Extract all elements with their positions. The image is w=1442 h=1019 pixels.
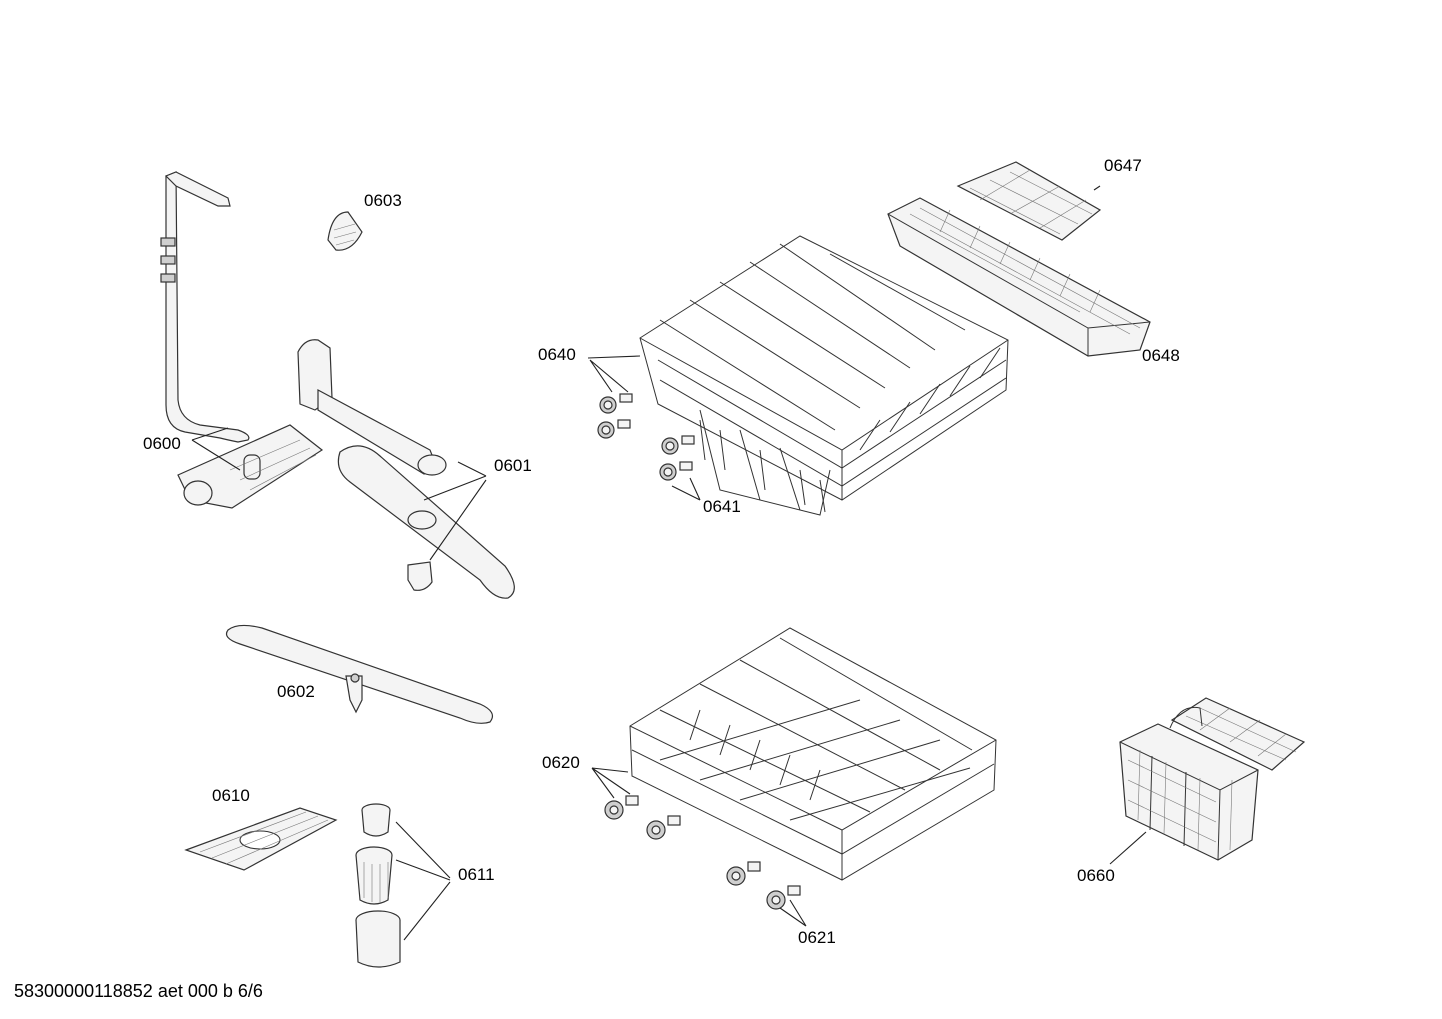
part-0603-nozzle [327, 211, 363, 251]
label-0611: 0611 [458, 865, 495, 884]
leader-lines [191, 185, 1147, 941]
part-0647-rack-insert [956, 161, 1102, 241]
part-0611-micro-filter [355, 803, 401, 968]
label-0620: 0620 [542, 753, 580, 772]
label-0640: 0640 [538, 345, 576, 364]
part-0648-cutlery-tray [887, 197, 1151, 357]
document-footer: 58300000118852 aet 000 b 6/6 [14, 981, 263, 1001]
part-0602-lower-spray-arm [225, 624, 493, 724]
part-0660-cutlery-basket [1119, 697, 1306, 861]
label-0603: 0603 [364, 191, 402, 210]
label-0600: 0600 [143, 434, 181, 453]
label-0610: 0610 [212, 786, 250, 805]
part-0610-flat-filter [184, 807, 338, 871]
label-0648: 0648 [1142, 346, 1180, 365]
part-0641-wheels [659, 435, 695, 481]
label-0660: 0660 [1077, 866, 1115, 885]
part-0621-wheels [726, 861, 801, 910]
part-0640-wheels [597, 393, 633, 439]
label-0647: 0647 [1104, 156, 1142, 175]
label-0641: 0641 [703, 497, 741, 516]
part-0601-upper-spray-arm [297, 339, 515, 599]
part-0620-lower-basket [629, 627, 997, 881]
label-0602: 0602 [277, 682, 315, 701]
part-0620-wheels [604, 795, 681, 840]
label-0601: 0601 [494, 456, 532, 475]
label-0621: 0621 [798, 928, 836, 947]
part-0640-upper-basket [639, 235, 1009, 516]
part-0600-supply-tube [160, 171, 324, 509]
